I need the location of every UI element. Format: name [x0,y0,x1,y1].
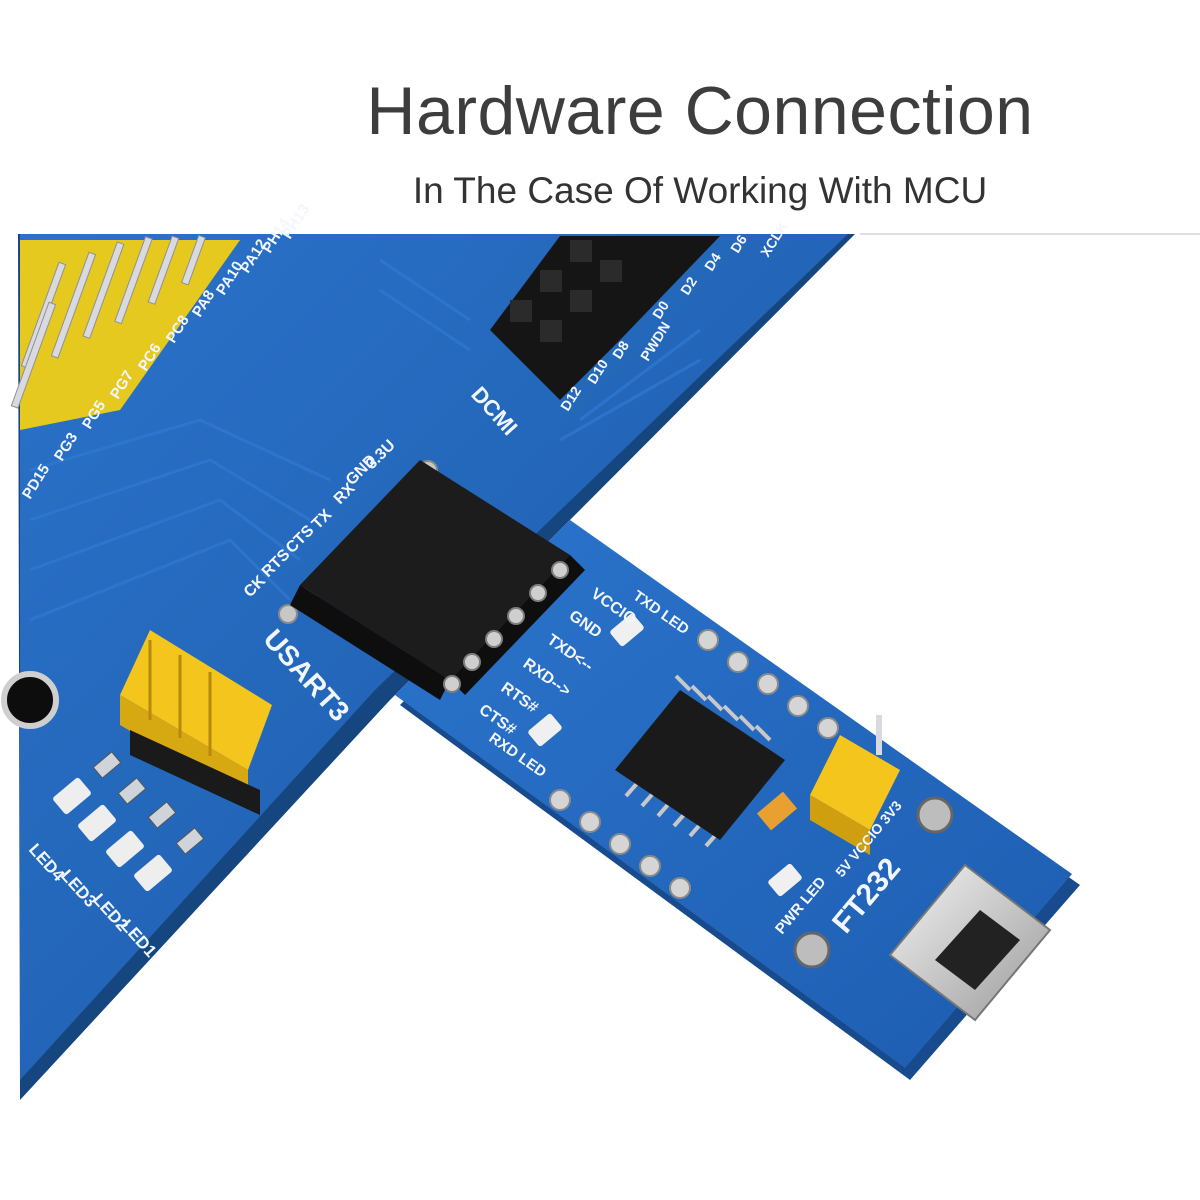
screw-bottom [793,931,831,969]
rxd-led-diode [528,713,562,747]
ft232-chip [615,674,785,848]
txd-led-diode [610,613,644,647]
screw-top [916,796,954,834]
mcu-leds [53,751,205,892]
usb-c-port [888,863,1052,1022]
ft232-module: VCCIO GND TXD<-- RXD--> RTS# CTS# TXD LE… [395,520,1080,1080]
dcmi-connector [490,236,720,400]
module-jumper [810,715,900,855]
module-edge-holes [549,629,839,899]
gpio-pin-header [10,234,240,430]
connector-header [290,460,585,700]
page-title: Hardware Connection [366,73,1034,149]
tantalum-capacitor [756,791,798,831]
mounting-hole [1,671,59,729]
page-subtitle: In The Case Of Working With MCU [412,170,988,211]
mcu-jumper-block [120,630,272,815]
pwr-led-diode [768,863,802,897]
